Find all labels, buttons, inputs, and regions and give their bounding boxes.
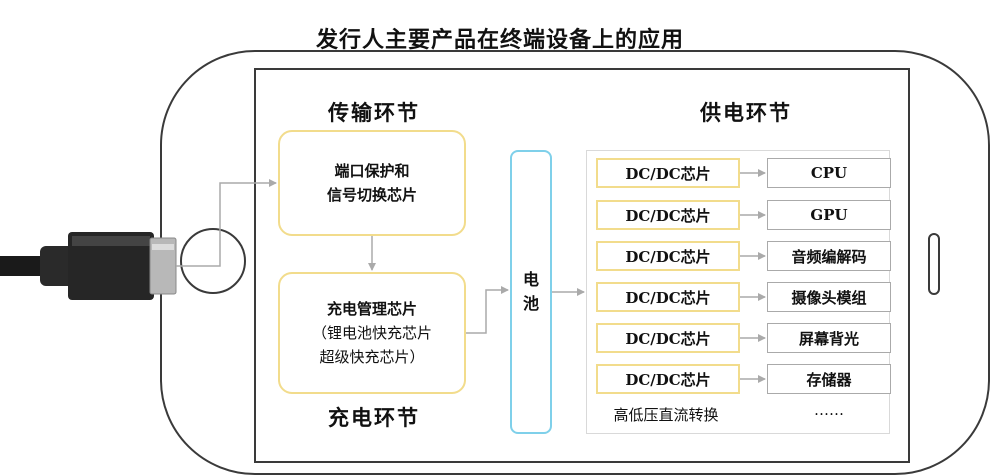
port-protection-line-2: 信号切换芯片 xyxy=(326,186,417,204)
port-protection-box: 端口保护和 信号切换芯片 xyxy=(278,130,466,236)
home-button xyxy=(180,228,246,294)
phone-screen xyxy=(254,68,910,463)
dc-chip-4: DC/DC芯片 xyxy=(596,282,740,312)
diagram-title: 发行人主要产品在终端设备上的应用 xyxy=(315,27,684,53)
more-targets-ellipsis: …… xyxy=(814,401,844,419)
dc-chip-5: DC/DC芯片 xyxy=(596,323,740,353)
battery-label-2: 池 xyxy=(522,294,539,313)
dc-chip-3: DC/DC芯片 xyxy=(596,241,740,271)
target-audio-codec: 音频编解码 xyxy=(767,241,891,271)
target-storage: 存储器 xyxy=(767,364,891,394)
dc-chip-2: DC/DC芯片 xyxy=(596,200,740,230)
dc-chip-1: DC/DC芯片 xyxy=(596,158,740,188)
port-protection-line-1: 端口保护和 xyxy=(334,162,410,180)
dc-chip-6: DC/DC芯片 xyxy=(596,364,740,394)
battery-box: 电 池 xyxy=(510,150,552,434)
dc-caption: 高低压直流转换 xyxy=(613,406,719,424)
charge-management-line-1: 充电管理芯片 xyxy=(326,300,417,318)
charge-management-box: 充电管理芯片 （锂电池快充芯片 超级快充芯片） xyxy=(278,272,466,394)
target-cpu: CPU xyxy=(767,158,891,188)
target-backlight: 屏幕背光 xyxy=(767,323,891,353)
section-power-supply: 供电环节 xyxy=(700,100,792,125)
charge-management-line-2: （锂电池快充芯片 xyxy=(311,324,432,342)
target-gpu: GPU xyxy=(767,200,891,230)
charge-management-line-3: 超级快充芯片） xyxy=(319,348,425,366)
target-camera-module: 摄像头模组 xyxy=(767,282,891,312)
section-charging: 充电环节 xyxy=(328,405,420,430)
section-transmission: 传输环节 xyxy=(328,100,420,125)
side-button xyxy=(928,233,940,295)
battery-label-1: 电 xyxy=(522,270,539,289)
